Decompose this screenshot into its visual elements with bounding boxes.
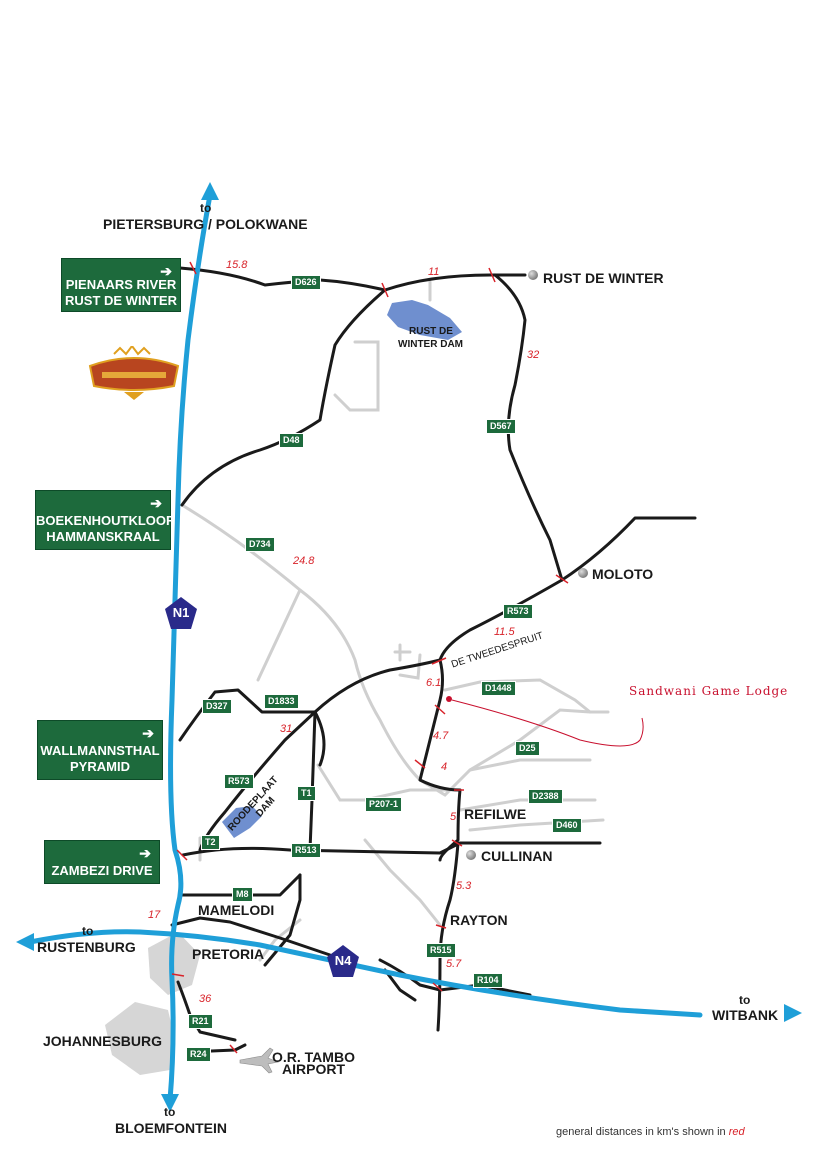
sign-line: RUST DE WINTER <box>65 293 177 308</box>
distance-note-text: general distances in km's shown in <box>556 1126 726 1138</box>
road-label-r515: R515 <box>426 943 456 958</box>
road-label-d48: D48 <box>279 433 304 448</box>
rust-de-winter-label: RUST DE WINTER <box>543 270 664 286</box>
n4-shield-icon <box>327 945 359 977</box>
rust-de-winter-dam-label-2: WINTER DAM <box>398 339 463 350</box>
sign-zambezi-drive: ➔ ZAMBEZI DRIVE <box>44 840 160 884</box>
distance-label: 4 <box>441 761 448 773</box>
distance-label: 15.8 <box>226 259 248 271</box>
road-label-d626: D626 <box>291 275 321 290</box>
lodge-pointer <box>446 696 644 747</box>
sign-arrow-icon: ➔ <box>150 495 162 511</box>
distance-note-red: red <box>728 1126 745 1138</box>
airplane-icon <box>239 1047 280 1074</box>
road-label-t1: T1 <box>297 786 316 801</box>
sign-line: BOEKENHOUTKLOOF <box>36 513 174 528</box>
n4-label: N4 <box>334 953 352 968</box>
distance-label: 11 <box>428 266 440 278</box>
refilwe-label: REFILWE <box>464 806 527 822</box>
lodge-location-icon <box>446 696 452 702</box>
road-label-p207: P207-1 <box>365 797 403 812</box>
distance-label: 5 <box>450 811 457 823</box>
distance-label: 4.7 <box>433 730 449 742</box>
road-label-r24: R24 <box>186 1047 211 1062</box>
road-label-m8: M8 <box>232 887 253 902</box>
road-label-r104: R104 <box>473 973 503 988</box>
highway-arrows <box>16 182 802 1112</box>
distance-label: 6.1 <box>426 677 442 689</box>
airport-label-2: AIRPORT <box>282 1061 345 1077</box>
north-arrow-icon <box>201 182 219 200</box>
distance-label: 5.3 <box>456 880 472 892</box>
east-destination-label: WITBANK <box>712 1007 779 1023</box>
rust-de-winter-marker-icon <box>528 270 538 280</box>
west-arrow-icon <box>16 933 34 951</box>
distance-label: 11.5 <box>494 626 515 638</box>
distance-label: 36 <box>199 993 212 1005</box>
sign-line: PYRAMID <box>70 759 130 774</box>
distance-ticks <box>171 261 569 1054</box>
airport-label: O.R. TAMBO <box>272 1049 355 1065</box>
distance-label: 31 <box>280 723 293 735</box>
cullinan-label: CULLINAN <box>481 848 553 864</box>
road-label-d1833: D1833 <box>264 694 299 709</box>
sign-arrow-icon: ➔ <box>160 263 172 279</box>
mamelodi-label: MAMELODI <box>198 902 275 918</box>
rust-de-winter-dam <box>387 300 462 340</box>
sign-line: ZAMBEZI DRIVE <box>51 863 153 878</box>
pretoria-label: PRETORIA <box>192 946 265 962</box>
johannesburg-label: JOHANNESBURG <box>43 1033 163 1049</box>
moloto-label: MOLOTO <box>592 566 654 582</box>
south-destination-label: BLOEMFONTEIN <box>115 1120 227 1136</box>
sign-arrow-icon: ➔ <box>142 725 154 741</box>
south-to-label: to <box>164 1105 176 1119</box>
east-to-label: to <box>739 993 751 1007</box>
west-to-label: to <box>82 924 94 938</box>
n1-shield-icon <box>165 597 197 629</box>
road-label-d1448: D1448 <box>481 681 516 696</box>
carousel-logo <box>88 346 180 400</box>
north-to-label: to <box>200 201 212 215</box>
west-destination-label: RUSTENBURG <box>37 939 136 955</box>
sign-arrow-icon: ➔ <box>139 845 151 861</box>
road-label-r21: R21 <box>188 1014 213 1029</box>
n1-label: N1 <box>172 605 190 620</box>
major-roads <box>170 266 697 1054</box>
distance-note: general distances in km's shown in red <box>556 1126 745 1138</box>
north-destination-label: PIETERSBURG / POLOKWANE <box>103 216 308 232</box>
road-label-t2: T2 <box>201 835 220 850</box>
roodeplaat-dam <box>222 806 262 838</box>
road-label-d567: D567 <box>486 419 516 434</box>
rust-de-winter-dam-label: RUST DE <box>409 326 453 337</box>
moloto-marker-icon <box>578 568 588 578</box>
sign-line: WALLMANNSTHAL <box>40 743 160 758</box>
dams <box>222 300 462 838</box>
road-label-r573-south: R573 <box>224 774 254 789</box>
highways <box>27 192 703 1103</box>
distance-label: 24.8 <box>293 555 315 567</box>
road-label-r513: R513 <box>291 843 321 858</box>
n4-highway <box>27 929 703 1018</box>
distance-label: 17 <box>148 909 161 921</box>
road-label-d734: D734 <box>245 537 275 552</box>
rayton-label: RAYTON <box>450 912 508 928</box>
east-arrow-icon <box>784 1004 802 1022</box>
road-label-r573-north: R573 <box>503 604 533 619</box>
road-label-d25: D25 <box>515 741 540 756</box>
road-label-d460: D460 <box>552 818 582 833</box>
sign-line: HAMMANSKRAAL <box>46 529 160 544</box>
road-label-d2388: D2388 <box>528 789 563 804</box>
lodge-label: Sandwani Game Lodge <box>629 684 789 698</box>
cullinan-marker-icon <box>466 850 476 860</box>
distance-label: 32 <box>527 349 540 361</box>
road-label-d327: D327 <box>202 699 232 714</box>
distance-label: 5.7 <box>446 958 462 970</box>
south-arrow-icon <box>161 1094 179 1112</box>
n1-highway <box>167 192 213 1103</box>
sign-line: PIENAARS RIVER <box>65 277 177 292</box>
